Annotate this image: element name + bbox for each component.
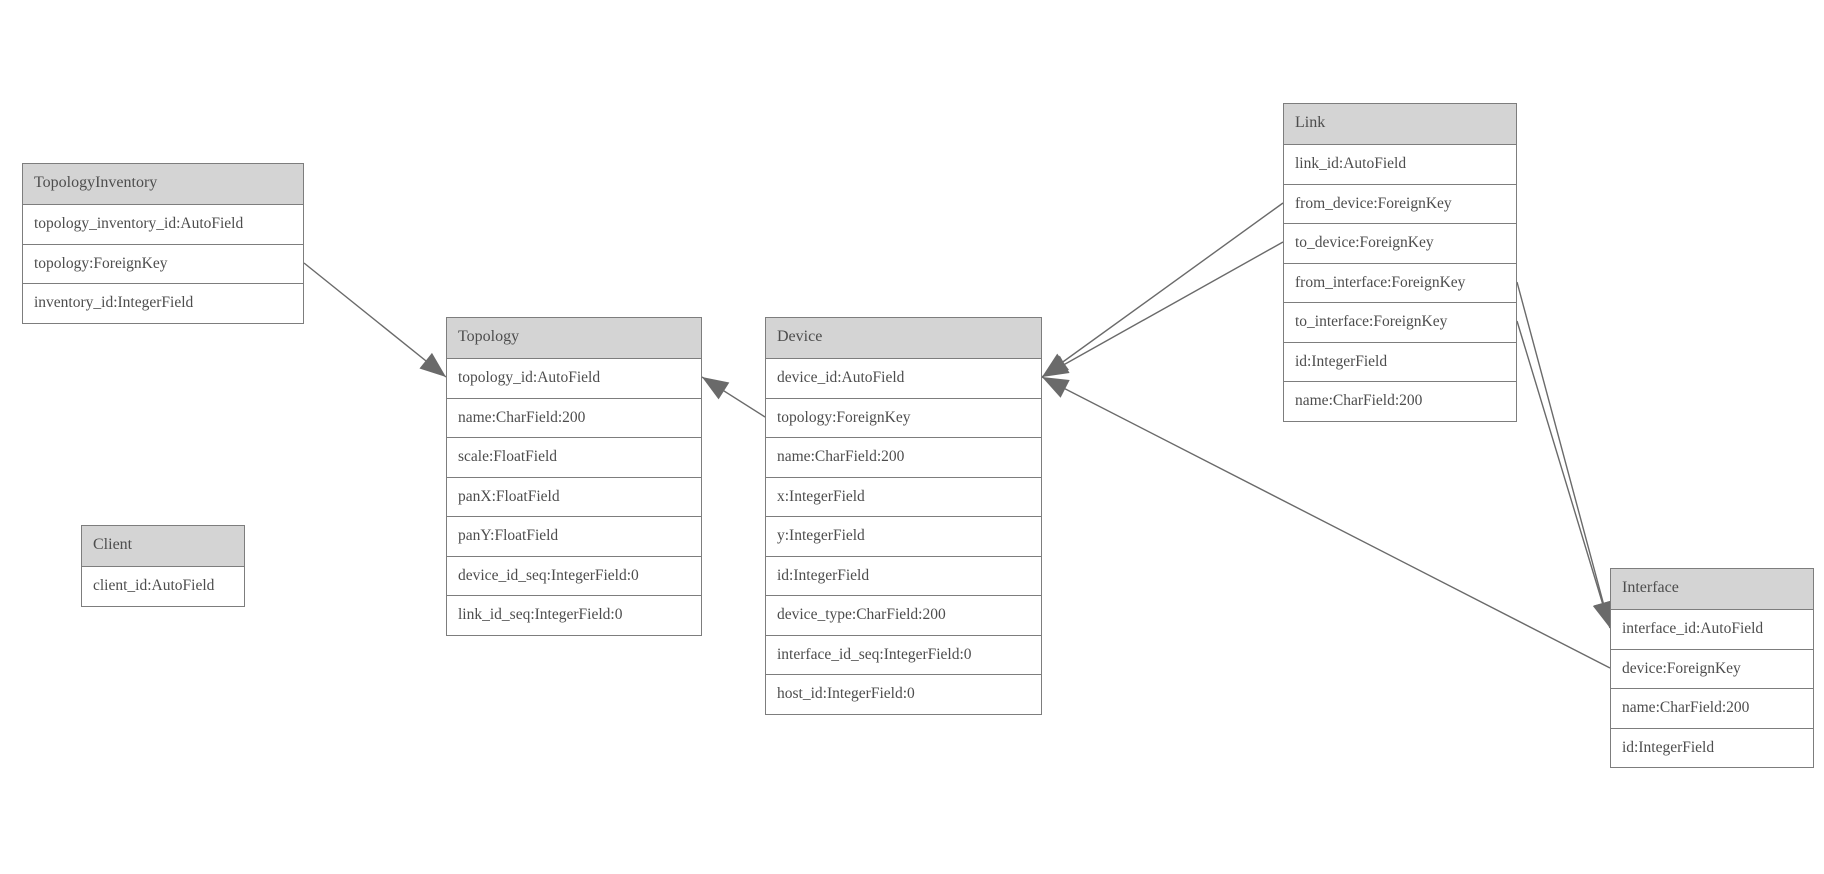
field-row-name: name:CharField:200 <box>766 437 1041 477</box>
field-row-device: device:ForeignKey <box>1611 648 1813 688</box>
field-row-name: name:CharField:200 <box>447 397 701 437</box>
field-row-id: id:IntegerField <box>1284 341 1516 381</box>
field-row-device_id: device_id:AutoField <box>766 358 1041 398</box>
relation-line-link-to_interface <box>1516 320 1611 629</box>
entity-title: Device <box>766 318 1041 358</box>
field-row-topology: topology:ForeignKey <box>23 243 303 283</box>
relation-arrowhead-topology <box>702 377 730 400</box>
field-row-name: name:CharField:200 <box>1284 381 1516 421</box>
entity-title: Link <box>1284 104 1516 144</box>
field-row-link_id_seq: link_id_seq:IntegerField:0 <box>447 595 701 635</box>
relation-line-link-to_device <box>1041 241 1284 378</box>
field-row-panY: panY:FloatField <box>447 516 701 556</box>
relation-line-link-from_device <box>1041 202 1284 378</box>
field-row-topology_inventory_id: topology_inventory_id:AutoField <box>23 204 303 244</box>
field-row-interface_id: interface_id:AutoField <box>1611 609 1813 649</box>
entity-title: Topology <box>447 318 701 358</box>
field-row-device_type: device_type:CharField:200 <box>766 595 1041 635</box>
relation-line-topologyinventory-topology <box>303 262 447 378</box>
field-row-y: y:IntegerField <box>766 516 1041 556</box>
field-row-to_device: to_device:ForeignKey <box>1284 223 1516 263</box>
relation-line-device-topology <box>701 376 766 418</box>
field-row-id: id:IntegerField <box>766 555 1041 595</box>
field-row-inventory_id: inventory_id:IntegerField <box>23 283 303 323</box>
entity-title: Interface <box>1611 569 1813 609</box>
field-row-device_id_seq: device_id_seq:IntegerField:0 <box>447 555 701 595</box>
relation-arrowhead-device <box>1042 377 1070 398</box>
field-row-host_id: host_id:IntegerField:0 <box>766 674 1041 714</box>
field-row-name: name:CharField:200 <box>1611 688 1813 728</box>
field-row-x: x:IntegerField <box>766 476 1041 516</box>
relation-arrowhead-device <box>1042 355 1070 377</box>
field-row-panX: panX:FloatField <box>447 476 701 516</box>
field-row-scale: scale:FloatField <box>447 437 701 477</box>
field-row-to_interface: to_interface:ForeignKey <box>1284 302 1516 342</box>
relation-arrowhead-device <box>1042 353 1069 377</box>
relation-arrowhead-topology <box>419 352 446 377</box>
field-row-topology_id: topology_id:AutoField <box>447 358 701 398</box>
field-row-client_id: client_id:AutoField <box>82 566 244 606</box>
entity-title: TopologyInventory <box>23 164 303 204</box>
relation-line-link-from_interface <box>1516 281 1611 629</box>
field-row-interface_id_seq: interface_id_seq:IntegerField:0 <box>766 634 1041 674</box>
field-row-from_device: from_device:ForeignKey <box>1284 183 1516 223</box>
field-row-from_interface: from_interface:ForeignKey <box>1284 262 1516 302</box>
field-row-topology: topology:ForeignKey <box>766 397 1041 437</box>
field-row-id: id:IntegerField <box>1611 727 1813 767</box>
entity-title: Client <box>82 526 244 566</box>
field-row-link_id: link_id:AutoField <box>1284 144 1516 184</box>
